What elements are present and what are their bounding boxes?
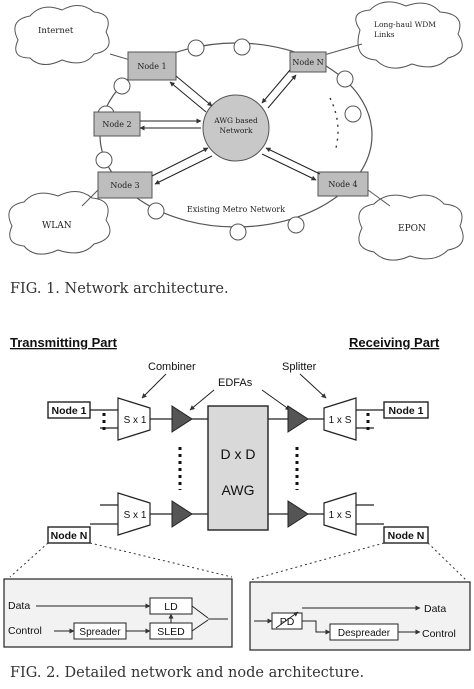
nodeN-label: Node N bbox=[292, 58, 323, 67]
node2-box bbox=[93, 111, 141, 137]
awg-box bbox=[207, 405, 269, 531]
node2-label: Node 2 bbox=[102, 120, 131, 129]
arrow-combiner bbox=[141, 373, 167, 399]
node4-label: Node 4 bbox=[328, 180, 357, 189]
ring-node-circle bbox=[187, 39, 205, 57]
spreader-label: Spreader bbox=[79, 627, 121, 638]
pd-variable-arrow bbox=[275, 611, 299, 629]
arrow-hub-to-node4 bbox=[261, 153, 317, 181]
nodeN-box bbox=[289, 51, 327, 73]
ring-node-circle bbox=[229, 223, 247, 241]
combiner-bottom-shape bbox=[117, 492, 151, 536]
ring-node-circle bbox=[147, 202, 165, 220]
combiner-bottom-label: S x 1 bbox=[124, 510, 147, 521]
longhaul-label-line2: Links bbox=[374, 30, 395, 39]
ring-node-circle bbox=[95, 151, 113, 169]
epon-cloud bbox=[358, 194, 464, 261]
metro-ring-label: Existing Metro Network bbox=[187, 205, 285, 214]
arrow-nodeN-to-hub bbox=[261, 69, 291, 104]
arrow-edfa-left bbox=[189, 389, 215, 411]
nodeN-right-label: Node N bbox=[388, 530, 425, 542]
longhaul-label: Long-haul WDM bbox=[374, 20, 436, 29]
combiner-top-shape bbox=[117, 397, 151, 441]
combiner-label: Combiner bbox=[148, 361, 196, 373]
edfa-amplifier bbox=[171, 500, 193, 528]
tx-data-label: Data bbox=[8, 600, 30, 612]
figure-1-network-architecture: Internet Long-haul WDM Links WLAN EPON A… bbox=[8, 1, 464, 261]
tx-combiner-in bbox=[191, 605, 209, 619]
splitter-bottom-label: 1 x S bbox=[329, 510, 352, 521]
ring-node-circle bbox=[287, 216, 305, 234]
combiner-top-label: S x 1 bbox=[124, 415, 147, 426]
receiving-part-title: Receiving Part bbox=[349, 335, 440, 350]
ring-node-circle bbox=[344, 105, 362, 123]
tx-combiner-in bbox=[191, 619, 209, 632]
sled-label: SLED bbox=[157, 626, 185, 638]
link-nodeN-longhaul bbox=[323, 43, 363, 56]
figure-2-node-architecture: Transmitting Part Receiving Part Combine… bbox=[3, 335, 471, 651]
node3-box bbox=[97, 171, 153, 199]
node3-label: Node 3 bbox=[110, 181, 139, 190]
zoom-line bbox=[249, 542, 385, 581]
edfa-amplifier bbox=[287, 405, 309, 433]
figure-1-caption: FIG. 1. Network architecture. bbox=[10, 281, 229, 297]
zoom-line bbox=[9, 542, 49, 578]
wlan-label: WLAN bbox=[42, 221, 72, 231]
edfa-amplifier bbox=[171, 405, 193, 433]
ring-node-circle bbox=[336, 70, 354, 88]
arrow-node3-to-hub bbox=[151, 147, 209, 177]
splitter-label: Splitter bbox=[282, 361, 317, 373]
arrow-hub-to-node3 bbox=[154, 155, 213, 185]
splitter-top-label: 1 x S bbox=[329, 415, 352, 426]
longhaul-cloud bbox=[355, 1, 463, 69]
arrow-edfa-right bbox=[261, 389, 291, 411]
arrow-node1-to-hub bbox=[175, 75, 213, 107]
tx-control-label: Control bbox=[8, 625, 42, 637]
node1-left-label: Node 1 bbox=[51, 405, 86, 417]
node1-box bbox=[127, 51, 177, 81]
link-node4-epon bbox=[367, 189, 391, 207]
nodeN-left-box bbox=[47, 526, 91, 544]
wlan-cloud bbox=[8, 191, 111, 255]
awg-label-line2: AWG bbox=[222, 482, 255, 498]
edfas-label: EDFAs bbox=[218, 377, 253, 389]
arrow-hub-to-nodeN bbox=[267, 74, 297, 109]
pd-label: PD bbox=[280, 616, 295, 628]
internet-label: Internet bbox=[38, 26, 74, 36]
awg-label-line1: D x D bbox=[221, 446, 256, 462]
ring-ellipsis bbox=[329, 97, 339, 149]
link-node3-wlan bbox=[81, 189, 99, 207]
rx-data-label: Data bbox=[424, 603, 446, 615]
epon-label: EPON bbox=[398, 224, 426, 234]
hub-label-line1: AWG based bbox=[213, 116, 258, 125]
node1-label: Node 1 bbox=[137, 62, 166, 71]
rx-despread-path bbox=[302, 620, 331, 635]
awg-network-hub bbox=[202, 94, 270, 162]
figure-2-caption: FIG. 2. Detailed network and node archit… bbox=[10, 665, 365, 681]
arrow-hub-to-node1 bbox=[169, 81, 207, 113]
rx-control-label: Control bbox=[422, 628, 456, 640]
zoom-line bbox=[89, 542, 233, 578]
link-node1-internet bbox=[109, 53, 131, 61]
nodeN-left-label: Node N bbox=[51, 530, 88, 542]
ring-node-circle bbox=[113, 77, 131, 95]
splitter-bottom-shape bbox=[323, 492, 357, 536]
arrow-node4-to-hub bbox=[265, 147, 321, 175]
zoom-line bbox=[427, 542, 467, 581]
arrow-splitter bbox=[299, 373, 327, 399]
node4-box bbox=[317, 171, 369, 197]
despreader-label: Despreader bbox=[338, 628, 391, 639]
nodeN-right-box bbox=[383, 526, 429, 544]
node1-right-label: Node 1 bbox=[388, 405, 423, 417]
hub-label-line2: Network bbox=[219, 126, 253, 135]
ld-label: LD bbox=[164, 601, 178, 613]
ring-node-circle bbox=[233, 38, 251, 56]
transmitting-part-title: Transmitting Part bbox=[10, 335, 118, 350]
internet-cloud bbox=[14, 5, 110, 65]
splitter-top-shape bbox=[323, 397, 357, 441]
edfa-amplifier bbox=[287, 500, 309, 528]
